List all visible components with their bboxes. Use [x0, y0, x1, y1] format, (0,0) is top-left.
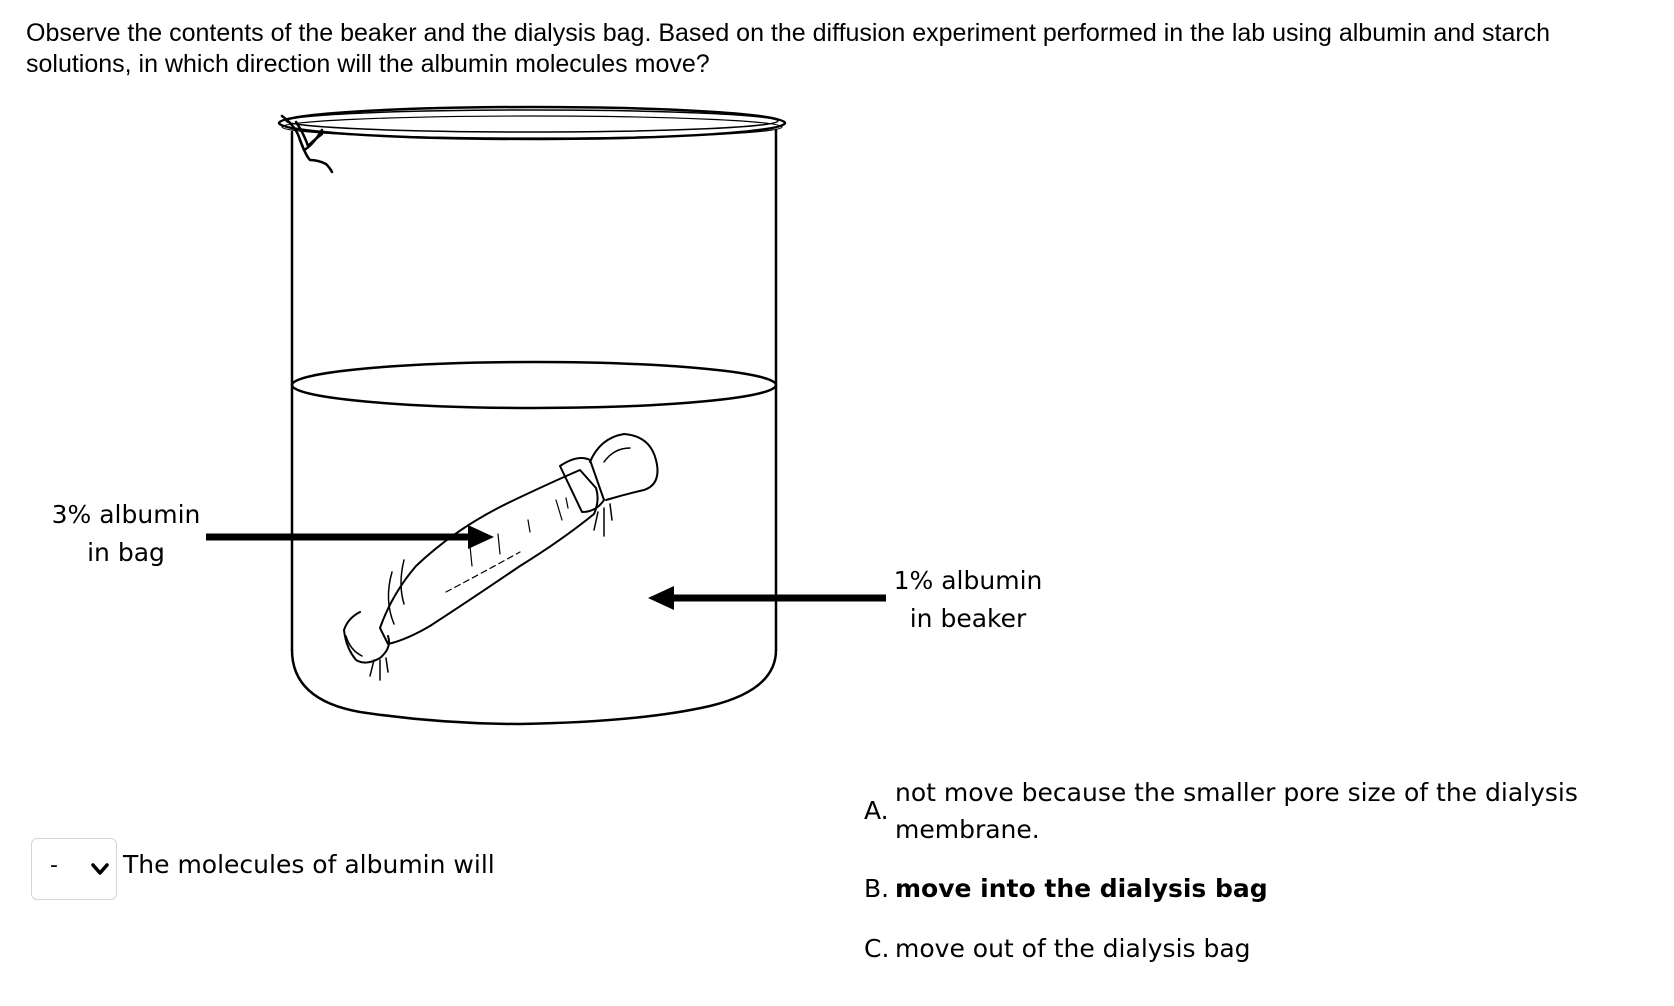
chevron-down-icon — [91, 863, 109, 875]
bag-label: 3% albumin in bag — [44, 496, 208, 572]
dropdown-selected-value: - — [50, 853, 58, 878]
option-c-letter: C. — [864, 934, 890, 963]
option-b-text: move into the dialysis bag — [895, 874, 1268, 903]
beaker-drawing — [277, 105, 787, 726]
option-a-text: not move because the smaller pore size o… — [895, 778, 1578, 844]
option-a[interactable]: A. not move because the smaller pore siz… — [864, 774, 1604, 850]
beaker-label-line1: 1% albumin — [893, 566, 1043, 595]
dialysis-bag-drawing — [343, 433, 659, 681]
beaker-label-line2: in beaker — [909, 604, 1027, 633]
option-a-letter: A. — [864, 796, 889, 825]
arrow-into-bag — [206, 525, 494, 549]
answer-dropdown[interactable]: - — [31, 838, 117, 900]
option-c-text: move out of the dialysis bag — [895, 934, 1251, 963]
bag-label-line1: 3% albumin — [51, 500, 201, 529]
answer-prompt: The molecules of albumin will — [123, 850, 495, 879]
option-b[interactable]: B. move into the dialysis bag — [864, 870, 1364, 910]
option-b-letter: B. — [864, 874, 890, 903]
question-text: Observe the contents of the beaker and t… — [26, 19, 1551, 78]
bag-label-line2: in bag — [87, 538, 165, 567]
arrow-from-beaker — [648, 586, 886, 610]
beaker-label: 1% albumin in beaker — [878, 562, 1058, 638]
option-c[interactable]: C. move out of the dialysis bag — [864, 930, 1364, 970]
